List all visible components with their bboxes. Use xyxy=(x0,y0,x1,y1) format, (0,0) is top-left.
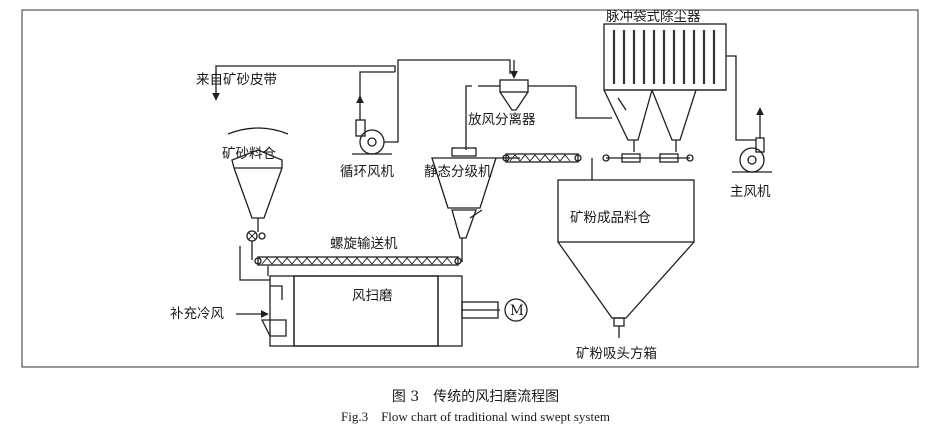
label-motor: M xyxy=(510,303,524,319)
pulse-dust-collector xyxy=(603,23,756,141)
screw-flight xyxy=(261,257,453,265)
figure-frame xyxy=(21,9,919,368)
circulating-fan xyxy=(352,59,511,155)
product-conveyor xyxy=(502,140,694,180)
label-screw-conveyor: 螺旋输送机 xyxy=(330,236,398,252)
caption-english: Fig.3 Flow chart of traditional wind swe… xyxy=(340,409,610,424)
label-suction-box: 矿粉吸头方箱 xyxy=(576,346,657,362)
label-product-bin: 矿粉成品料仓 xyxy=(570,210,651,226)
product-bin xyxy=(557,179,695,338)
label-ore-bin: 矿砂料仓 xyxy=(222,146,276,162)
label-main-fan: 主风机 xyxy=(730,184,771,200)
label-pulse-dust-collector: 脉冲袋式除尘器 xyxy=(606,9,701,25)
static-classifier xyxy=(431,147,520,262)
label-circulating-fan: 循环风机 xyxy=(340,164,394,180)
vent-separator xyxy=(465,60,612,150)
main-fan xyxy=(732,107,772,173)
label-vent-separator: 放风分离器 xyxy=(468,111,536,128)
screw-conveyor xyxy=(254,256,462,276)
label-wind-swept-mill: 风扫磨 xyxy=(352,288,393,304)
ore-bin xyxy=(212,65,396,265)
wind-swept-mill xyxy=(236,265,528,347)
label-ore-belt: 来自矿砂皮带 xyxy=(196,72,277,88)
screw-flight xyxy=(509,154,571,162)
caption-chinese: 图 3 传统的风扫磨流程图 xyxy=(391,389,560,405)
label-makeup-cold-air: 补充冷风 xyxy=(170,306,224,322)
label-static-classifier: 静态分级机 xyxy=(424,164,492,180)
flow-chart: 来自矿砂皮带 矿砂料仓 循环风机 静态分级机 放风分离器 脉冲袋式除尘器 主风机… xyxy=(21,9,919,368)
motor-icon xyxy=(504,298,528,322)
